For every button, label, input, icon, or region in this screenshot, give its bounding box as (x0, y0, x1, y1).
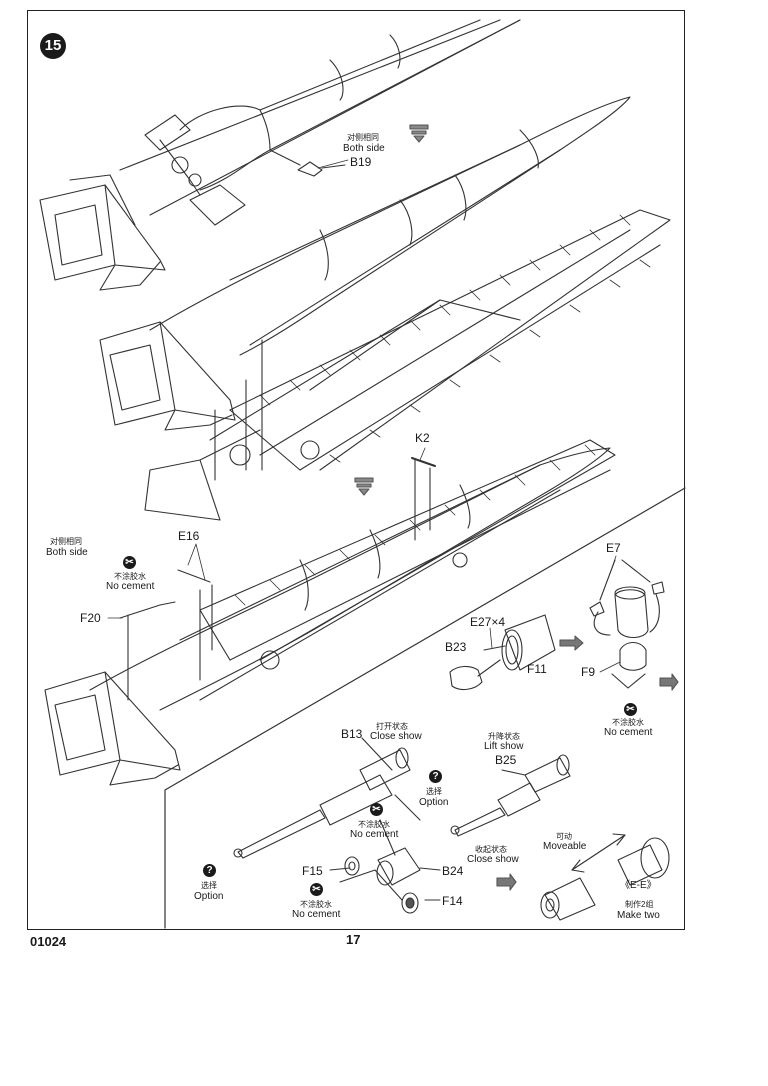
both-side-en-label: Both side (343, 143, 385, 154)
both-side-en-label-2: Both side (46, 547, 88, 558)
option-cn-label: 选择 (426, 787, 442, 796)
make-two-en-label: Make two (617, 910, 660, 921)
scissor-cross-icon: ✂ (624, 703, 637, 716)
jack-parts (233, 737, 670, 921)
no-cement-cn-label-4: 不涂胶水 (300, 900, 332, 909)
no-cement-en-label-4: No cement (292, 909, 341, 920)
scissor-cross-icon: ✂ (310, 883, 323, 896)
moveable-en-label: Moveable (543, 841, 587, 852)
option-cn-label-2: 选择 (201, 881, 217, 890)
part-label-f9: F9 (581, 665, 596, 679)
no-cement-en-label: No cement (106, 581, 155, 592)
no-cement-cn-label: 不涂胶水 (114, 572, 146, 581)
page-frame (27, 10, 685, 930)
catalog-code: 01024 (30, 934, 67, 949)
question-mark-icon: ? (203, 864, 216, 877)
scissor-cross-icon: ✂ (370, 803, 383, 816)
part-label-f11: F11 (527, 662, 547, 676)
lift-show-cn-label: 升降状态 (488, 732, 520, 741)
retract-show-en-label: Close show (467, 854, 519, 865)
part-label-e27: E27×4 (470, 615, 506, 629)
scissor-cross-icon: ✂ (123, 556, 136, 569)
rocket-assembly-bottom (44, 439, 616, 786)
part-label-e16: E16 (178, 529, 200, 543)
booster-subassembly (449, 614, 584, 691)
part-label-f20: F20 (80, 611, 101, 625)
part-label-b24: B24 (442, 864, 464, 878)
no-cement-cn-label-3: 不涂胶水 (358, 820, 390, 829)
part-label-f15: F15 (302, 864, 323, 878)
lift-show-en-label: Lift show (484, 741, 524, 752)
part-label-b23: B23 (445, 640, 467, 654)
rocket-assembly-top (39, 19, 521, 291)
part-label-b25: B25 (495, 753, 517, 767)
e7-subassembly (589, 559, 679, 691)
close-show-cn-label: 打开状态 (376, 722, 408, 731)
step-number-badge: 15 (40, 33, 66, 59)
both-side-cn-label: 对侧相同 (347, 133, 379, 142)
part-label-b19: B19 (350, 155, 372, 169)
part-label-k2: K2 (415, 431, 430, 445)
part-label-f14: F14 (442, 894, 463, 908)
rocket-assembly-middle (99, 96, 671, 521)
part-label-b13: B13 (341, 727, 363, 741)
option-en-label: Option (419, 797, 449, 808)
page-number: 17 (346, 932, 361, 947)
leader-lines (107, 159, 621, 673)
ee-label: 《E-E》 (620, 880, 657, 891)
moveable-cn-label: 可动 (556, 832, 572, 841)
section-divider (164, 487, 686, 929)
make-two-cn-label: 制作2组 (625, 900, 654, 909)
part-label-e7: E7 (606, 541, 621, 555)
no-cement-en-label-2: No cement (604, 727, 653, 738)
option-en-label-2: Option (194, 891, 224, 902)
both-side-cn-label-2: 对侧相同 (50, 537, 82, 546)
question-mark-icon: ? (429, 770, 442, 783)
no-cement-en-label-3: No cement (350, 829, 399, 840)
close-show-en-label: Close show (370, 731, 422, 742)
retract-show-cn-label: 收起状态 (475, 845, 507, 854)
down-arrow-icons (354, 124, 429, 496)
no-cement-cn-label-2: 不涂胶水 (612, 718, 644, 727)
